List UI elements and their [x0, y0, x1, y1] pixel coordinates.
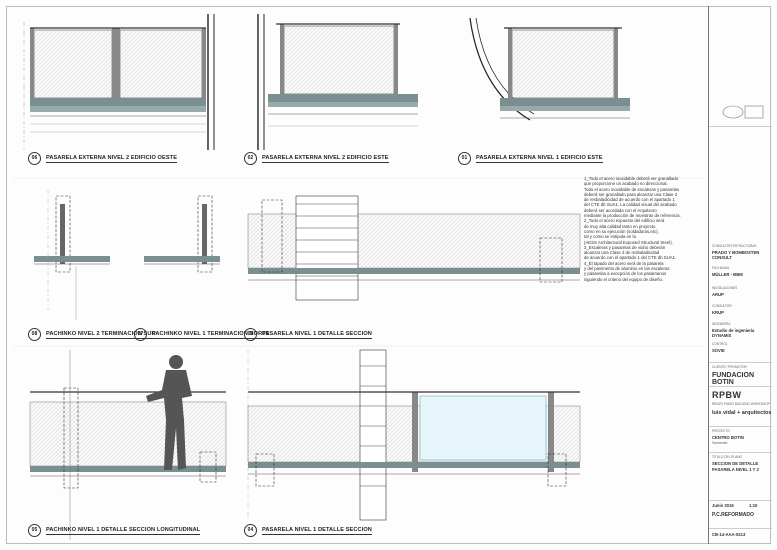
- view-03-section: [247, 195, 581, 301]
- view-title: PASARELA NIVEL 1 DETALLE SECCION: [262, 330, 372, 339]
- consultant-role: Consultor Estructuras: [712, 244, 757, 248]
- consultant-role: Fachadas: [712, 266, 730, 270]
- view-number: 07: [134, 328, 147, 341]
- sheet-frame: [6, 6, 771, 544]
- view-01-elevation: [469, 17, 630, 121]
- consultant-role: Instalaciones: [712, 286, 738, 290]
- architect-sub: RENZO PIANO BUILDING WORKSHOP: [712, 402, 770, 406]
- view-title: PASARELA EXTERNA NIVEL 2 EDIFICIO OESTE: [46, 154, 178, 163]
- consultant-name: MÜLLER - BBM: [712, 272, 743, 277]
- general-notes: 1_Todo el acero inoxidable deberá ser gr…: [584, 176, 681, 282]
- tb-divider: [709, 362, 772, 363]
- consultant-name: ARUP: [712, 292, 724, 297]
- view-number: 04: [244, 524, 257, 537]
- drawing-stamp: P.C.REFORMADO: [712, 512, 754, 518]
- view-title: PACHINKO NIVEL 1 DETALLE SECCION LONGITU…: [46, 526, 201, 535]
- project-label: Proyecto: [712, 429, 730, 433]
- view-02-elevation: [257, 14, 418, 150]
- view-number: 06: [28, 152, 41, 165]
- view-number: 03: [244, 328, 257, 341]
- consultant-role: Ingeniería: [712, 322, 731, 326]
- client-name: FUNDACION BOTIN: [712, 372, 754, 386]
- architect-logo: RPBW: [712, 390, 742, 400]
- drawing-subtitle: PASARELA NIVEL 1 Y 2: [712, 467, 759, 472]
- scale-figure: [146, 355, 192, 470]
- drawing-code: CB-14-AAA-0213: [712, 532, 746, 537]
- view-number: 02: [244, 152, 257, 165]
- detail-drawings: [14, 14, 706, 540]
- client-label: Cliente / Promotor: [712, 365, 747, 369]
- view-number: 08: [28, 328, 41, 341]
- view-06-elevation: [23, 14, 215, 150]
- caption-view-06: 06 PASARELA EXTERNA NIVEL 2 EDIFICIO OES…: [28, 152, 178, 165]
- drawing-label: Título del plano: [712, 455, 742, 459]
- caption-view-04: 04 PASARELA NIVEL 1 DETALLE SECCION: [244, 524, 372, 537]
- consultant-role: Control: [712, 342, 728, 346]
- view-07-section: [144, 195, 220, 273]
- view-number: 01: [458, 152, 471, 165]
- view-number: 05: [28, 524, 41, 537]
- view-04-section: [247, 349, 581, 521]
- consultant-name: Estudio de ingeniería DYNAMIS: [712, 328, 755, 338]
- consultant-role: Consultor: [712, 304, 732, 308]
- view-title: PACHINKO NIVEL 2 TERMINACION SUR: [46, 330, 156, 339]
- tb-divider: [709, 386, 772, 387]
- key-plan-icon: [722, 105, 764, 119]
- project-location: Santander: [712, 441, 728, 445]
- tb-divider: [709, 452, 772, 453]
- caption-view-07: 07 PACHINKO NIVEL 1 TERMINACION NORTE: [134, 328, 270, 341]
- view-title: PASARELA EXTERNA NIVEL 1 EDIFICIO ESTE: [476, 154, 603, 163]
- caption-view-08: 08 PACHINKO NIVEL 2 TERMINACION SUR: [28, 328, 156, 341]
- view-title: PASARELA NIVEL 1 DETALLE SECCION: [262, 526, 372, 535]
- drawing-scale: 1:10: [749, 503, 758, 508]
- caption-view-01: 01 PASARELA EXTERNA NIVEL 1 EDIFICIO EST…: [458, 152, 603, 165]
- view-08-section: [34, 190, 110, 320]
- tb-divider: [709, 500, 772, 501]
- consultant-name: KRUP: [712, 310, 724, 315]
- caption-view-03: 03 PASARELA NIVEL 1 DETALLE SECCION: [244, 328, 372, 341]
- consultant-name: PRADO Y BOMBOSTEN CONSULT: [712, 250, 760, 260]
- drawing-date: Junio 2016: [712, 503, 734, 508]
- tb-divider: [709, 126, 772, 127]
- view-05-section: [29, 350, 227, 540]
- caption-view-05: 05 PACHINKO NIVEL 1 DETALLE SECCION LONG…: [28, 524, 201, 537]
- consultant-name: SOVIE: [712, 348, 725, 353]
- caption-view-02: 02 PASARELA EXTERNA NIVEL 2 EDIFICIO EST…: [244, 152, 389, 165]
- view-title: PASARELA EXTERNA NIVEL 2 EDIFICIO ESTE: [262, 154, 389, 163]
- tb-divider: [709, 426, 772, 427]
- view-title: PACHINKO NIVEL 1 TERMINACION NORTE: [152, 330, 270, 339]
- drawing-title: SECCION DE DETALLE: [712, 461, 759, 466]
- local-architect: luis vidal + arquitectos: [712, 410, 772, 416]
- project-name: CENTRO BOTIN: [712, 435, 744, 440]
- title-block: Consultor Estructuras PRADO Y BOMBOSTEN …: [708, 6, 772, 544]
- tb-divider: [709, 528, 772, 529]
